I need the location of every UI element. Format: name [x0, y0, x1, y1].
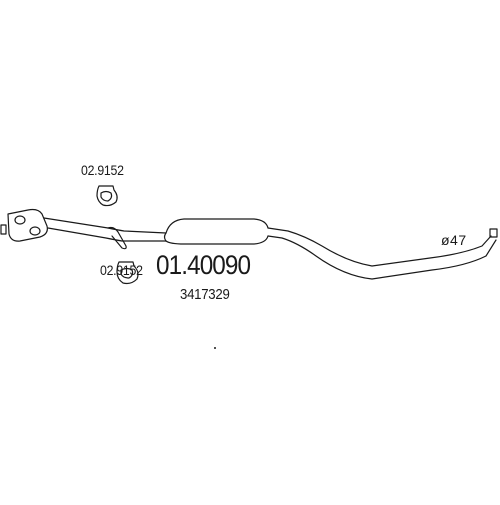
oe-number: 3417329 — [180, 286, 230, 303]
inlet-cap — [0, 224, 7, 235]
gasket-bottom-code: 02.9152 — [100, 262, 143, 278]
gasket-bottom-icon — [116, 261, 139, 285]
inlet-flange-icon — [7, 208, 48, 242]
gasket-top-code: 02.9152 — [81, 162, 124, 178]
dot-mark — [214, 347, 216, 349]
gasket-top-icon — [96, 185, 118, 207]
outlet-cap — [489, 228, 498, 238]
part-number: 01.40090 — [156, 250, 251, 280]
resonator-body — [163, 218, 269, 245]
pipe-diameter-label: ø47 — [441, 232, 467, 248]
hanger-hook-icon — [107, 226, 127, 250]
